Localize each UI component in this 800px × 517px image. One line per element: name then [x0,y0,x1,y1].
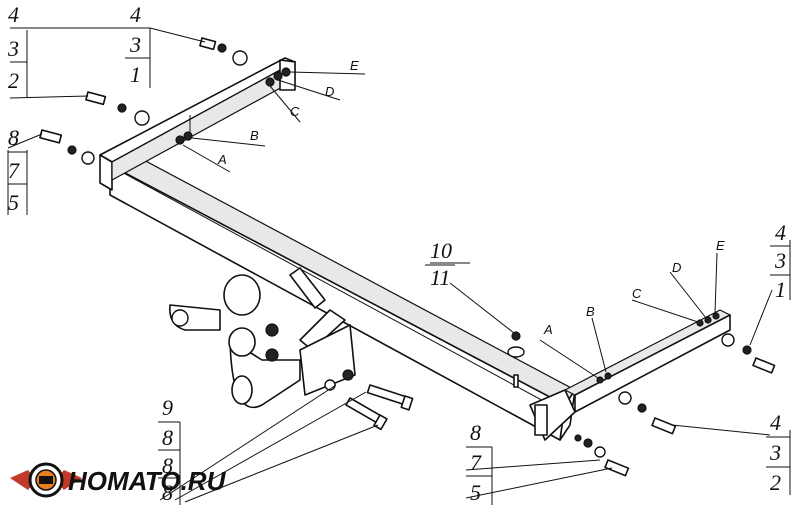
callout-number: 4 [130,2,141,27]
hole-label: E [350,58,359,73]
callout-bottom-left: 9 8 8 8 [158,395,181,505]
bolt-top-left [199,37,248,66]
right-bracket-holes [596,312,720,384]
logo-text: НОМАТО.RU [68,466,227,496]
center-fastener [507,331,525,388]
hole-label: B [586,304,595,319]
callout-number: 7 [8,158,20,183]
tow-ball-assembly [168,267,356,408]
bolt-lower-left [39,129,95,165]
homato-logo: НОМАТО.RU [10,462,227,498]
hole-label: C [290,104,300,119]
callout-number: 8 [8,125,19,150]
bolt-right-upper [721,333,776,374]
bolt-lower-1 [366,384,414,411]
nut-lower-a [342,369,354,381]
callout-number: 4 [775,220,786,245]
callout-number: 8 [470,420,481,445]
callout-number: 3 [7,36,19,61]
crossbar-beam [109,149,576,441]
callout-number: 4 [770,410,781,435]
hole-label: D [325,84,334,99]
callout-top-left: 4 3 2 4 3 1 [7,2,151,93]
callout-number: 11 [430,265,450,290]
callout-number: 3 [129,32,141,57]
callout-bottom-center: 8 7 5 [466,420,493,505]
callout-right-bottom: 4 3 2 [766,410,790,495]
hole-label: A [543,322,553,337]
hole-label: D [672,260,681,275]
bolt-lower-2 [345,397,388,431]
bolt-mid-left [85,91,150,126]
callout-center: 10 11 [425,238,455,290]
right-bracket-arm [529,309,732,441]
callout-number: 8 [162,425,173,450]
left-bracket-arm [99,57,296,191]
bolt-bottom-center [574,434,630,477]
callout-mid-left: 8 7 5 [8,125,27,215]
callout-number: 7 [470,450,482,475]
hole-label: B [250,128,259,143]
callout-number: 2 [8,68,19,93]
callout-number: 8 [162,480,173,505]
hole-label: E [716,238,725,253]
callout-number: 1 [130,62,141,87]
callout-number: 5 [470,480,481,505]
callout-number: 5 [8,190,19,215]
callout-number: 4 [8,2,19,27]
hole-label: C [632,286,642,301]
hole-labels-right: A B C D E [543,238,725,337]
callout-right-top: 4 3 1 [770,220,790,302]
hole-label: A [217,152,227,167]
callout-number: 1 [775,277,786,302]
callout-number: 10 [430,238,452,263]
callout-number: 2 [770,470,781,495]
logo-mark-icon [39,476,53,484]
bolt-right-lower [618,391,677,435]
callout-number: 3 [774,248,786,273]
left-bracket-holes [175,67,291,145]
callout-number: 9 [162,395,173,420]
callout-number: 8 [162,453,173,478]
hole-labels-left: A B C D E [217,58,359,167]
callout-number: 3 [769,440,781,465]
